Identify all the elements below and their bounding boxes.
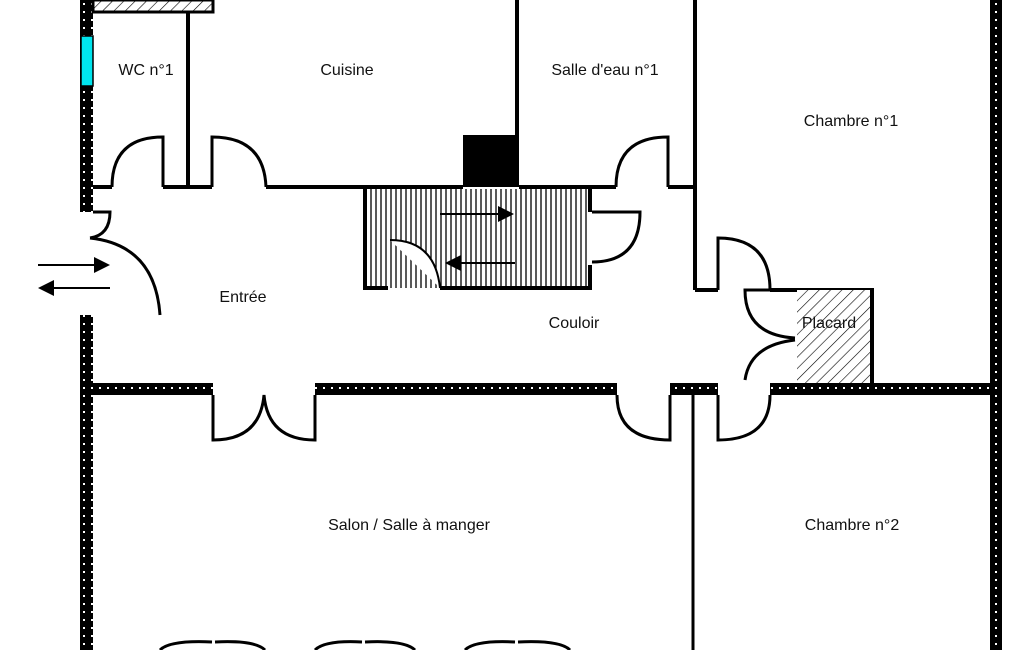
room-label-salon: Salon / Salle à manger [328, 517, 490, 534]
outer-wall-left-bottom [80, 315, 93, 650]
window [80, 35, 94, 87]
room-label-cuisine: Cuisine [320, 62, 374, 79]
room-label-couloir: Couloir [548, 315, 600, 332]
room-label-placard: Placard [801, 315, 857, 332]
outer-wall-left-top [80, 0, 93, 212]
room-label-salle-eau1: Salle d'eau n°1 [551, 62, 659, 79]
room-label-wc1: WC n°1 [118, 62, 174, 79]
room-label-chambre1: Chambre n°1 [803, 113, 899, 130]
room-label-chambre2: Chambre n°2 [804, 517, 900, 534]
outer-wall-right [990, 0, 1002, 650]
room-label-entree: Entrée [219, 289, 267, 306]
